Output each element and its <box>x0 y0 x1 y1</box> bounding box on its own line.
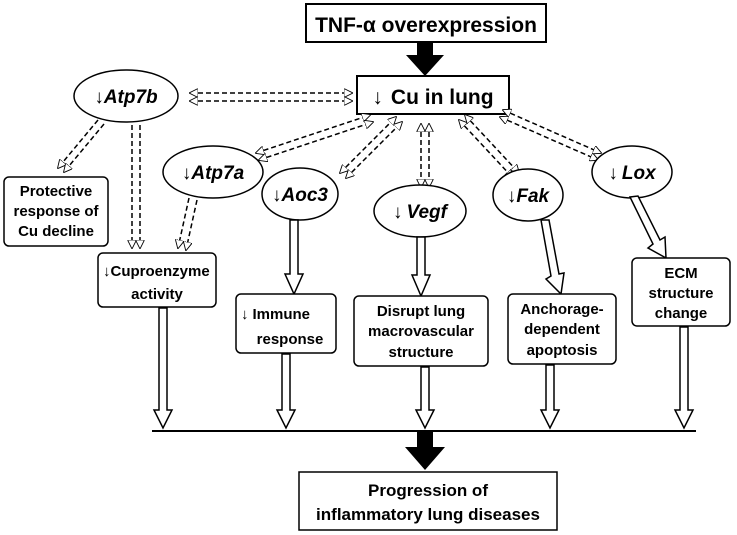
dashed-arrow-cu-fak <box>459 115 519 178</box>
hollow-arrow-vegf-lung <box>410 236 432 298</box>
progression-line1: Progression of <box>368 481 488 500</box>
dashed-arrow-cu-vegf <box>421 124 429 187</box>
effect-anchorage: Anchorage- dependent apoptosis <box>507 293 617 365</box>
gene-fak: ↓Fak <box>492 168 564 222</box>
hollow-arrow-immune-down <box>275 353 297 430</box>
cu-lung-label: ↓Cu in lung <box>372 86 493 109</box>
cu-lung-box <box>356 75 510 115</box>
svg-text:↓Immune: ↓Immune <box>241 306 310 323</box>
collector-to-progression-arrow <box>405 431 445 470</box>
svg-text:change: change <box>655 305 708 322</box>
svg-text:↓Cuproenzyme: ↓Cuproenzyme <box>103 263 210 280</box>
svg-text:macrovascular: macrovascular <box>368 323 474 340</box>
dashed-arrow-cu-atp7a <box>256 115 373 160</box>
effect-protective: Protective response of Cu decline <box>3 176 109 247</box>
gene-lox: ↓Lox <box>591 145 673 199</box>
hollow-arrow-cuproenzyme-down <box>152 307 174 430</box>
svg-text:Disrupt lung: Disrupt lung <box>377 303 465 320</box>
effect-ecm: ECM structure change <box>631 257 731 327</box>
svg-text:↓Lox: ↓Lox <box>608 163 657 184</box>
svg-text:↓Aoc3: ↓Aoc3 <box>272 185 328 206</box>
svg-text:↓Atp7a: ↓Atp7a <box>182 163 245 184</box>
svg-text:activity: activity <box>131 286 183 303</box>
gene-atp7b: ↓Atp7b <box>73 69 179 123</box>
dashed-arrow-cu-aoc3 <box>340 117 402 178</box>
tnf-label: TNF-α overexpression <box>315 14 537 37</box>
svg-text:Cu decline: Cu decline <box>18 223 94 240</box>
effect-lung-structure: Disrupt lung macrovascular structure <box>353 295 489 367</box>
gene-atp7a: ↓Atp7a <box>162 145 264 199</box>
progression-box <box>298 471 558 531</box>
svg-text:response: response <box>257 331 324 348</box>
dashed-arrow-atp7a-cuproenzyme <box>178 197 198 250</box>
svg-text:response of: response of <box>13 203 99 220</box>
dashed-arrow-atp7b-cuproenzyme <box>132 125 140 248</box>
svg-text:↓Atp7b: ↓Atp7b <box>94 87 158 108</box>
hollow-arrow-lung-down <box>414 366 436 430</box>
dashed-arrows <box>190 93 601 187</box>
svg-text:↓Fak: ↓Fak <box>507 186 551 207</box>
hollow-arrow-lox-ecm <box>628 195 667 260</box>
dashed-arrow-cu-atp7b <box>190 93 352 101</box>
progression-line2: inflammatory lung diseases <box>316 505 540 524</box>
tnf-to-cu-arrow <box>406 42 444 76</box>
hollow-arrow-fak-anchorage <box>540 219 565 296</box>
svg-text:Anchorage-: Anchorage- <box>520 301 603 318</box>
svg-text:Protective: Protective <box>20 183 93 200</box>
gene-vegf: ↓Vegf <box>373 184 467 238</box>
gene-aoc3: ↓Aoc3 <box>261 167 339 221</box>
dashed-arrow-cu-lox <box>500 110 601 160</box>
svg-text:↓Vegf: ↓Vegf <box>393 202 449 223</box>
hollow-arrow-anchorage-down <box>539 364 561 430</box>
effect-cuproenzyme: ↓Cuproenzyme activity <box>97 252 217 308</box>
hollow-arrow-ecm-down <box>673 326 695 430</box>
svg-text:apoptosis: apoptosis <box>527 342 598 359</box>
svg-text:ECM: ECM <box>664 265 697 282</box>
tnf-box <box>305 3 547 43</box>
svg-text:dependent: dependent <box>524 321 600 338</box>
hollow-arrow-aoc3-immune <box>283 219 305 296</box>
dashed-arrow-atp7b-protective <box>58 119 105 172</box>
effect-immune: ↓Immune response <box>235 293 337 354</box>
svg-text:structure: structure <box>388 344 453 361</box>
svg-text:structure: structure <box>648 285 713 302</box>
